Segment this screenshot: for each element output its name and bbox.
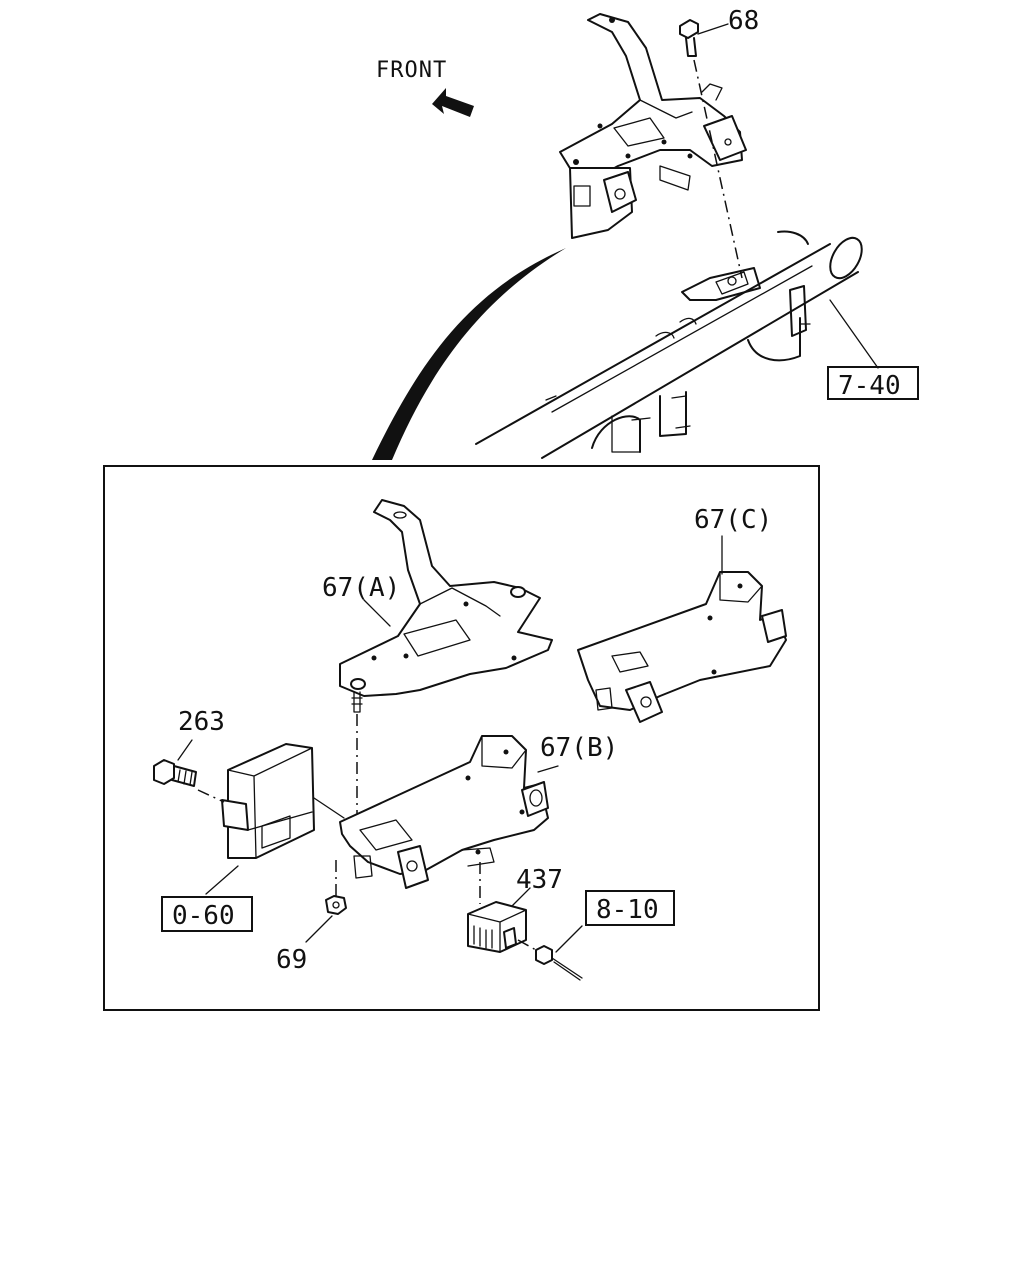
callout-7-40: 7-40 — [838, 371, 901, 401]
leader-0-60 — [205, 865, 239, 895]
top-bracket-assembly — [559, 13, 747, 239]
leader-8-10 — [555, 925, 583, 953]
dashed-line-263 — [197, 789, 225, 803]
callout-0-60: 0-60 — [172, 901, 235, 931]
callout-67c: 67(C) — [694, 505, 772, 535]
dashed-line-connector — [517, 939, 537, 951]
leader-67a — [363, 599, 391, 627]
callout-263: 263 — [178, 707, 225, 737]
dashed-line-68 — [693, 59, 743, 279]
crossmember-beam — [475, 230, 863, 459]
ref-box-8-10 — [585, 890, 675, 926]
bracket-67a — [339, 499, 553, 697]
bolt-263 — [153, 759, 197, 787]
leader-67b — [537, 765, 559, 773]
callout-69: 69 — [276, 945, 307, 975]
bracket-67c — [577, 571, 787, 723]
callout-68: 68 — [728, 6, 759, 36]
detail-frame — [103, 465, 820, 1011]
control-module — [221, 743, 315, 859]
nut-69 — [325, 895, 347, 915]
ref-box-7-40 — [827, 366, 919, 400]
callout-67b: 67(B) — [540, 733, 618, 763]
module-harness-line — [313, 797, 345, 819]
stud-67a — [353, 691, 361, 713]
callout-67a: 67(A) — [322, 573, 400, 603]
ref-box-0-60 — [161, 896, 253, 932]
arrow-left-up-icon — [432, 88, 474, 117]
front-label: FRONT — [376, 58, 447, 83]
callout-437: 437 — [516, 865, 563, 895]
relay-437 — [467, 901, 527, 953]
callout-8-10: 8-10 — [596, 895, 659, 925]
harness-connector — [535, 945, 583, 981]
bracket-67b — [339, 735, 549, 889]
leader-263 — [177, 739, 193, 761]
detail-pointer-curve — [372, 248, 566, 460]
leader-7-40 — [829, 299, 879, 369]
bolt-68 — [679, 19, 699, 57]
leader-68 — [697, 23, 729, 35]
leader-69 — [305, 915, 333, 943]
leader-437 — [511, 887, 531, 907]
